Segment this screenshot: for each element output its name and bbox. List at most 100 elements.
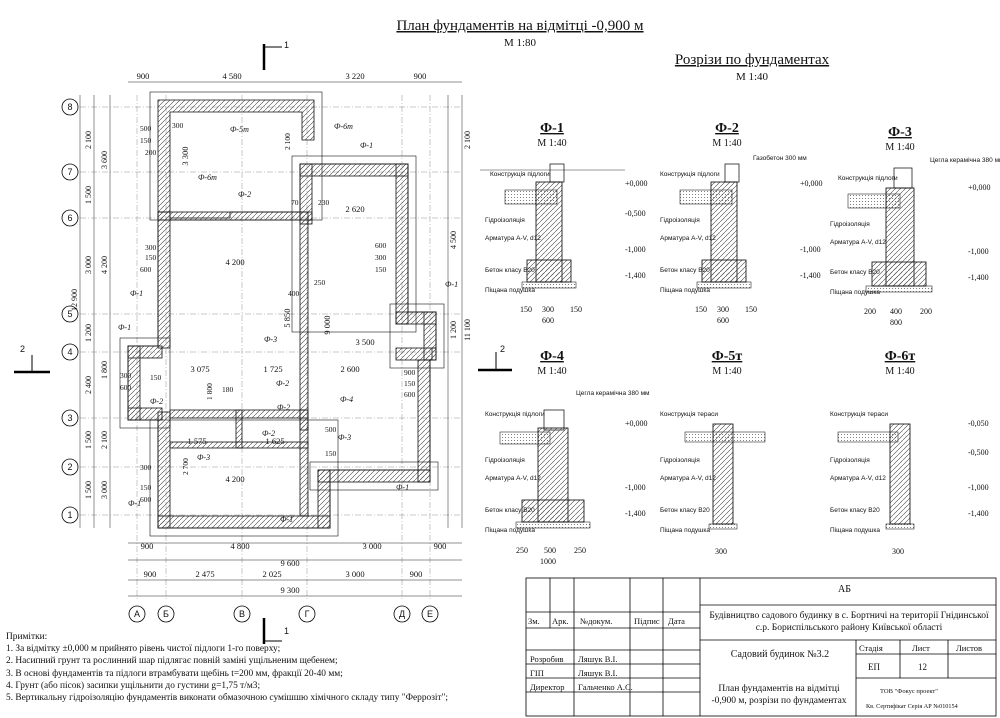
svg-text:Ф-1: Ф-1	[118, 323, 131, 332]
svg-text:4 200: 4 200	[225, 257, 244, 267]
svg-text:Конструкція підлоги: Конструкція підлоги	[485, 410, 545, 418]
svg-text:Арматура А-V, d12: Арматура А-V, d12	[830, 475, 886, 482]
svg-text:-1,400: -1,400	[625, 509, 646, 518]
svg-text:+0,000: +0,000	[968, 183, 991, 192]
svg-text:800: 800	[890, 318, 902, 327]
section-mark-1-bottom: 1	[262, 618, 289, 644]
svg-text:-0,500: -0,500	[625, 209, 646, 218]
svg-text:Конструкція підлоги: Конструкція підлоги	[490, 170, 550, 178]
svg-text:150: 150	[375, 265, 387, 274]
tb-name-1: Ляшук В.І.	[578, 668, 618, 678]
svg-text:150: 150	[140, 136, 152, 145]
svg-text:250: 250	[574, 546, 586, 555]
svg-text:1 500: 1 500	[84, 186, 93, 204]
svg-text:2 100: 2 100	[84, 131, 93, 149]
svg-text:150: 150	[695, 305, 707, 314]
svg-text:1 200: 1 200	[84, 324, 93, 342]
svg-text:Конструкція підлоги: Конструкція підлоги	[838, 174, 898, 182]
svg-text:Ф-1: Ф-1	[128, 499, 141, 508]
svg-text:Арматура А-V, d12: Арматура А-V, d12	[660, 475, 716, 482]
svg-text:1: 1	[284, 40, 289, 50]
svg-text:300: 300	[172, 121, 184, 130]
bottom-dims: 900 4 800 3 000 900 9 600 900 2 475 2 02…	[141, 541, 447, 595]
tb-stage-h: Стадія	[859, 643, 883, 653]
tb-project: Будівництво садового будинку в с. Бортни…	[709, 611, 989, 633]
tb-name-2: Гальченко А.С.	[578, 682, 633, 692]
svg-text:М 1:40: М 1:40	[712, 138, 741, 149]
svg-text:3 500: 3 500	[355, 337, 374, 347]
svg-text:Конструкція тераси: Конструкція тераси	[660, 410, 718, 418]
svg-text:150: 150	[325, 449, 337, 458]
svg-text:7: 7	[67, 167, 72, 177]
svg-text:900: 900	[141, 541, 154, 551]
note-5: 5. Вертикальну гідроізоляцію фундаментів…	[6, 693, 449, 704]
svg-text:150: 150	[404, 379, 416, 388]
tb-object: Садовий будинок №3.2	[730, 649, 830, 660]
svg-text:600: 600	[140, 265, 152, 274]
svg-text:200: 200	[864, 307, 876, 316]
svg-text:2: 2	[500, 344, 505, 354]
svg-text:600: 600	[120, 383, 132, 392]
svg-text:1 200: 1 200	[449, 321, 458, 339]
left-dims: 2 100 3 600 1 500 12 900 3 000 4 200 1 2…	[70, 131, 109, 499]
svg-text:300: 300	[375, 253, 387, 262]
title-block-frame	[525, 577, 997, 717]
svg-text:М 1:40: М 1:40	[885, 142, 914, 153]
svg-text:3 000: 3 000	[84, 256, 93, 274]
svg-text:Арматура А-V, d12: Арматура А-V, d12	[485, 475, 541, 482]
tb-sheet-h: Лист	[912, 643, 930, 653]
svg-text:Арматура А-V, d12: Арматура А-V, d12	[660, 235, 716, 242]
svg-text:400: 400	[890, 307, 902, 316]
svg-text:300: 300	[140, 463, 152, 472]
note-3: 3. В основі фундаментів та підлоги втрам…	[6, 668, 343, 679]
svg-text:Ф-4: Ф-4	[540, 349, 564, 364]
svg-text:-1,400: -1,400	[800, 271, 821, 280]
right-dims: 2 100 4 500 11 100 1 200	[449, 131, 472, 341]
tb-name-0: Ляшук В.І.	[578, 654, 618, 664]
svg-text:Д: Д	[399, 609, 405, 619]
svg-text:Гідроізоляція: Гідроізоляція	[485, 456, 525, 464]
svg-text:В: В	[239, 609, 245, 619]
svg-text:900: 900	[404, 368, 416, 377]
tb-h-ark: Арк.	[552, 616, 569, 626]
svg-text:200: 200	[920, 307, 932, 316]
note-2: 2. Насипний грунт та рослинний шар підля…	[6, 656, 338, 667]
svg-text:150: 150	[140, 483, 152, 492]
section-f6t: Ф-6т М 1:40 Конструкція тераси Гідроізол…	[830, 349, 989, 556]
sections-title: Розрізи по фундаментах	[675, 52, 830, 68]
svg-text:200: 200	[145, 148, 157, 157]
tb-sheets-h: Листов	[956, 643, 982, 653]
svg-text:-0,050: -0,050	[968, 419, 989, 428]
svg-text:4 200: 4 200	[100, 256, 109, 274]
svg-text:Ф-1: Ф-1	[540, 121, 564, 136]
tb-h-date: Дата	[668, 616, 685, 626]
svg-text:9 300: 9 300	[280, 585, 299, 595]
svg-text:1 725: 1 725	[263, 364, 282, 374]
svg-text:Гідроізоляція: Гідроізоляція	[830, 220, 870, 228]
svg-text:1 800: 1 800	[100, 361, 109, 379]
svg-text:Цегла керамічна 380 мм: Цегла керамічна 380 мм	[576, 389, 650, 397]
svg-text:600: 600	[542, 316, 554, 325]
svg-text:+0,000: +0,000	[625, 419, 648, 428]
svg-text:+0,000: +0,000	[800, 179, 823, 188]
notes-title: Примітки:	[6, 632, 48, 642]
svg-text:Г: Г	[305, 609, 310, 619]
section-mark-2-left: 2	[14, 344, 50, 374]
svg-text:Бетон класу В20: Бетон класу В20	[830, 269, 880, 276]
svg-text:-1,000: -1,000	[625, 245, 646, 254]
svg-text:2 100: 2 100	[463, 131, 472, 149]
svg-text:3 075: 3 075	[190, 364, 209, 374]
svg-text:-1,000: -1,000	[968, 483, 989, 492]
svg-text:-0,500: -0,500	[968, 448, 989, 457]
svg-text:400: 400	[288, 289, 300, 298]
svg-text:900: 900	[434, 541, 447, 551]
svg-text:3 000: 3 000	[345, 569, 364, 579]
svg-text:-1,000: -1,000	[800, 245, 821, 254]
svg-text:150: 150	[145, 253, 157, 262]
svg-text:300: 300	[717, 305, 729, 314]
svg-text:-1,400: -1,400	[968, 273, 989, 282]
svg-text:2 475: 2 475	[195, 569, 214, 579]
svg-text:500: 500	[325, 425, 337, 434]
svg-text:Гідроізоляція: Гідроізоляція	[485, 216, 525, 224]
